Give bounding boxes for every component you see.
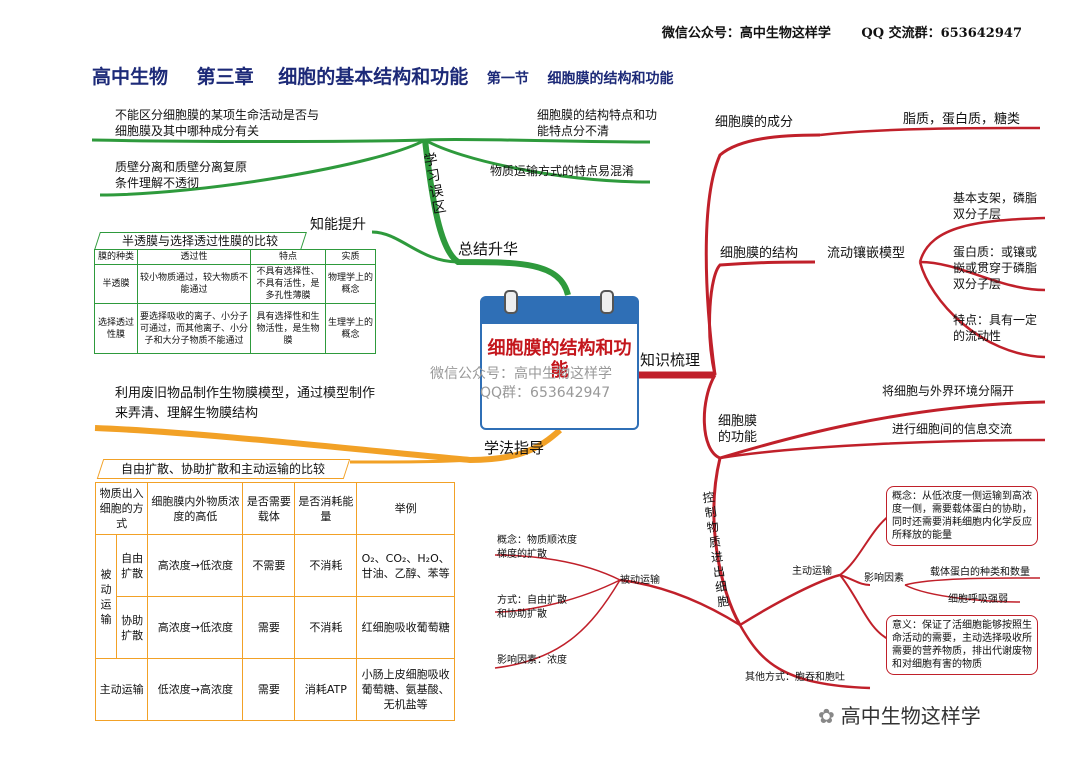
footer-brand: ✿高中生物这样学 <box>818 700 981 729</box>
transport-comparison-table: 物质出入细胞的方式 细胞膜内外物质浓度的高低 是否需要载体 是否消耗能量 举例 … <box>94 482 455 721</box>
table-header-cell: 膜的种类 <box>94 249 138 265</box>
table-row: 半透膜 较小物质通过，较大物质不能通过 不具有选择性、不具有活性，是多孔性薄膜 … <box>94 264 376 304</box>
table-header-cell: 举例 <box>356 482 455 535</box>
center-title: 细胞膜的结构和功能 <box>487 338 632 381</box>
table-cell: 协助扩散 <box>115 596 149 659</box>
branch-label-knowledge: 知识梳理 <box>640 351 701 369</box>
wechat-account: 微信公众号：高中生物这样学 <box>661 26 831 41</box>
table-header-row: 物质出入细胞的方式 细胞膜内外物质浓度的高低 是否需要载体 是否消耗能量 举例 <box>94 482 455 535</box>
title-chapter: 第三章 <box>196 66 254 88</box>
other-transport: 其他方式：胞吞和胞吐 <box>745 672 845 683</box>
table-cell: 不消耗 <box>294 596 358 659</box>
watermark: QQ群：653642947 <box>480 385 611 401</box>
method-text: 利用废旧物品制作生物膜模型，通过模型制作来弄清、理解生物膜结构 <box>115 386 376 421</box>
wechat-icon: ✿ <box>818 704 835 728</box>
table-cell: 主动运输 <box>94 658 149 721</box>
structure-label: 细胞膜的结构 <box>720 246 799 261</box>
trap-text: 细胞膜的结构特点和功能特点分不清 <box>537 108 658 138</box>
table-cell: 需要 <box>242 658 296 721</box>
composition-value: 脂质，蛋白质，糖类 <box>903 112 1021 127</box>
footer-text: 高中生物这样学 <box>840 704 981 728</box>
branch-label-skill: 知能提升 <box>310 217 366 233</box>
table-row: 被动运输 自由扩散 高浓度→低浓度 不需要 不消耗 O₂、CO₂、H₂O、甘油、… <box>95 534 455 659</box>
active-concept-box: 概念：从低浓度一侧运输到高浓度一侧，需要载体蛋白的协助，同时还需要消耗细胞内化学… <box>886 486 1038 546</box>
function-label: 细胞膜的功能 <box>718 414 758 445</box>
structure-model: 流动镶嵌模型 <box>827 246 906 261</box>
function-item: 将细胞与外界环境分隔开 <box>882 384 1015 398</box>
table-cell: 具有选择性和生物活性，是生物膜 <box>250 303 326 354</box>
table-cell: 红细胞吸收葡萄糖 <box>356 596 455 659</box>
table-header-cell: 是否需要载体 <box>242 482 296 535</box>
title-topic: 细胞的基本结构和功能 <box>278 66 469 88</box>
active-transport-label: 主动运输 <box>792 566 832 577</box>
active-meaning-box: 意义：保证了活细胞能够按照生命活动的需要，主动选择吸收所需要的营养物质，排出代谢… <box>886 615 1038 675</box>
table-cell: 生理学上的概念 <box>325 303 376 354</box>
table-cell: 不需要 <box>242 534 296 597</box>
title-subject: 高中生物 <box>92 66 169 88</box>
active-factor: 细胞呼吸强弱 <box>948 594 1008 605</box>
table-header-cell: 物质出入细胞的方式 <box>94 482 149 535</box>
composition-label: 细胞膜的成分 <box>715 115 794 130</box>
membrane-comparison-table: 膜的种类 透过性 特点 实质 半透膜 较小物质通过，较大物质不能通过 不具有选择… <box>94 249 376 354</box>
center-calendar: 细胞膜的结构和功能 <box>480 290 639 430</box>
passive-transport-label: 被动运输 <box>620 575 660 586</box>
calendar-ring <box>600 290 614 314</box>
table-cell: 需要 <box>242 596 296 659</box>
table-cell: 不具有选择性、不具有活性，是多孔性薄膜 <box>250 264 326 304</box>
table-cell: 消耗ATP <box>294 658 358 721</box>
qq-group: QQ 交流群：653642947 <box>861 26 1022 41</box>
table-cell: 自由扩散 <box>115 534 149 597</box>
trap-text: 物质运输方式的特点易混淆 <box>490 164 635 178</box>
table-cell: O₂、CO₂、H₂O、甘油、乙醇、苯等 <box>356 534 455 597</box>
title-section-name: 细胞膜的结构和功能 <box>547 71 674 87</box>
passive-factor: 影响因素：浓度 <box>497 655 567 666</box>
table1-title: 半透膜与选择透过性膜的比较 <box>122 234 279 248</box>
structure-item: 蛋白质：或镶或嵌或贯穿于磷脂双分子层 <box>953 245 1038 291</box>
trap-text: 质壁分离和质壁分离复原条件理解不透彻 <box>115 160 248 190</box>
watermark: 微信公众号：高中生物这样学 <box>430 366 612 382</box>
function-item: 进行细胞间的信息交流 <box>892 422 1013 436</box>
table1-title-box: 半透膜与选择透过性膜的比较 <box>94 232 307 250</box>
calendar-ring <box>504 290 518 314</box>
table-header-cell: 特点 <box>250 249 326 265</box>
table-row: 选择透过性膜 要选择吸收的离子、小分子可通过，而其他离子、小分子和大分子物质不能… <box>94 303 376 354</box>
table-cell: 较小物质通过，较大物质不能通过 <box>137 264 251 304</box>
table-row: 主动运输 低浓度→高浓度 需要 消耗ATP 小肠上皮细胞吸收葡萄糖、氨基酸、无机… <box>94 658 455 721</box>
table-header-cell: 是否消耗能量 <box>294 482 358 535</box>
table-cell: 小肠上皮细胞吸收葡萄糖、氨基酸、无机盐等 <box>356 658 455 721</box>
title-section: 第一节 <box>486 71 529 87</box>
branch-label-method: 学法指导 <box>484 439 545 457</box>
table-header-cell: 细胞膜内外物质浓度的高低 <box>147 482 244 535</box>
table-cell: 要选择吸收的离子、小分子可通过，而其他离子、小分子和大分子物质不能通过 <box>137 303 251 354</box>
table-cell: 高浓度→低浓度 <box>147 596 244 659</box>
table-header-cell: 透过性 <box>137 249 251 265</box>
branch-label-summary: 总结升华 <box>458 240 519 258</box>
header-contact: 微信公众号：高中生物这样学 QQ 交流群：653642947 <box>636 22 1022 41</box>
table-cell: 选择透过性膜 <box>94 303 138 354</box>
table-group-cell: 被动运输 <box>95 534 117 659</box>
passive-concept: 概念：物质顺浓度梯度的扩散 <box>497 535 577 560</box>
table-cell: 半透膜 <box>94 264 138 304</box>
structure-item: 特点：具有一定的流动性 <box>953 313 1038 343</box>
table-cell: 不消耗 <box>294 534 358 597</box>
page-title: 高中生物 第三章 细胞的基本结构和功能 第一节 细胞膜的结构和功能 <box>92 62 674 89</box>
table-cell: 低浓度→高浓度 <box>147 658 244 721</box>
structure-item: 基本支架，磷脂双分子层 <box>953 191 1038 221</box>
active-factor-label: 影响因素 <box>864 573 904 584</box>
table-cell: 高浓度→低浓度 <box>147 534 244 597</box>
active-factor: 载体蛋白的种类和数量 <box>930 567 1030 578</box>
trap-text: 不能区分细胞膜的某项生命活动是否与细胞膜及其中哪种成分有关 <box>115 108 320 138</box>
table-cell: 物理学上的概念 <box>325 264 376 304</box>
table-row: 协助扩散 高浓度→低浓度 需要 不消耗 红细胞吸收葡萄糖 <box>96 596 455 659</box>
passive-way: 方式：自由扩散和协助扩散 <box>497 595 567 620</box>
table2-title: 自由扩散、协助扩散和主动运输的比较 <box>121 462 326 476</box>
table-header-row: 膜的种类 透过性 特点 实质 <box>94 249 376 265</box>
table2-title-box: 自由扩散、协助扩散和主动运输的比较 <box>96 459 351 479</box>
table-header-cell: 实质 <box>325 249 376 265</box>
